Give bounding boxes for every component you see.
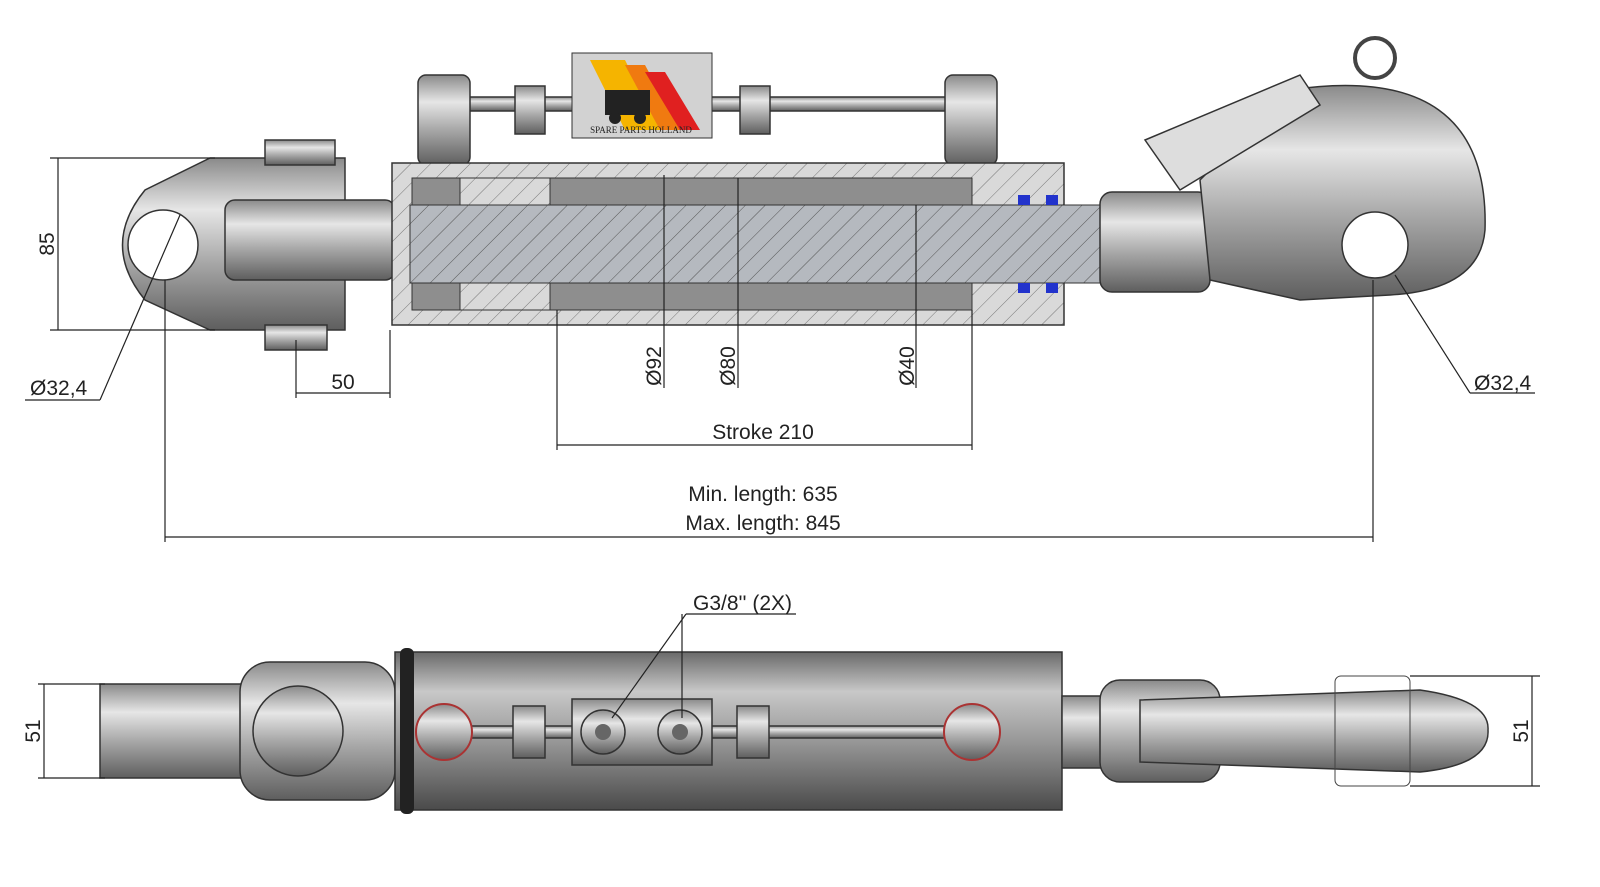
svg-text:Ø32,4: Ø32,4 (1474, 372, 1532, 395)
right-pin-hole (1341, 211, 1409, 279)
svg-text:51: 51 (22, 719, 45, 742)
svg-text:Ø32,4: Ø32,4 (30, 377, 88, 400)
banjo-right (944, 74, 998, 166)
svg-text:Max. length: 845: Max. length: 845 (685, 512, 840, 535)
svg-text:51: 51 (1510, 719, 1533, 742)
svg-text:50: 50 (331, 371, 354, 394)
seal-ring (400, 648, 414, 814)
hook-neck (1099, 191, 1211, 293)
banjo-left (417, 74, 471, 166)
quick-hitch-hook (1199, 84, 1486, 301)
svg-text:Min. length: 635: Min. length: 635 (688, 483, 837, 506)
clevis-plate (99, 683, 261, 779)
dimension-lines-bottom: G3/8'' (2X) 51 51 (22, 592, 1540, 787)
banjo-top-left (415, 703, 473, 761)
svg-text:Ø92: Ø92 (643, 346, 666, 386)
hook-top (1139, 689, 1489, 773)
svg-text:G3/8'' (2X): G3/8'' (2X) (693, 592, 792, 615)
hook-latch (1143, 74, 1322, 192)
dimension-lines: 85 Ø32,4 50 Ø92 Ø80 Ø40 Stroke 210 Min. … (25, 157, 1535, 542)
left-pin-hole (127, 209, 199, 281)
svg-text:Ø40: Ø40 (896, 346, 919, 386)
fitting-right (739, 85, 771, 135)
side-view: SPARE PARTS HOLLAND (121, 36, 1486, 351)
svg-text:85: 85 (36, 232, 59, 255)
svg-text:SPARE PARTS HOLLAND: SPARE PARTS HOLLAND (590, 125, 692, 135)
piston-rod-section (409, 204, 1103, 284)
fitting-left (514, 85, 546, 135)
svg-text:Ø80: Ø80 (717, 346, 740, 386)
rod-eye-neck (224, 199, 396, 281)
logo: SPARE PARTS HOLLAND (571, 52, 713, 139)
top-view (99, 648, 1489, 814)
release-ring (1353, 36, 1397, 80)
banjo-top-right (943, 703, 1001, 761)
svg-text:Stroke 210: Stroke 210 (712, 421, 814, 444)
